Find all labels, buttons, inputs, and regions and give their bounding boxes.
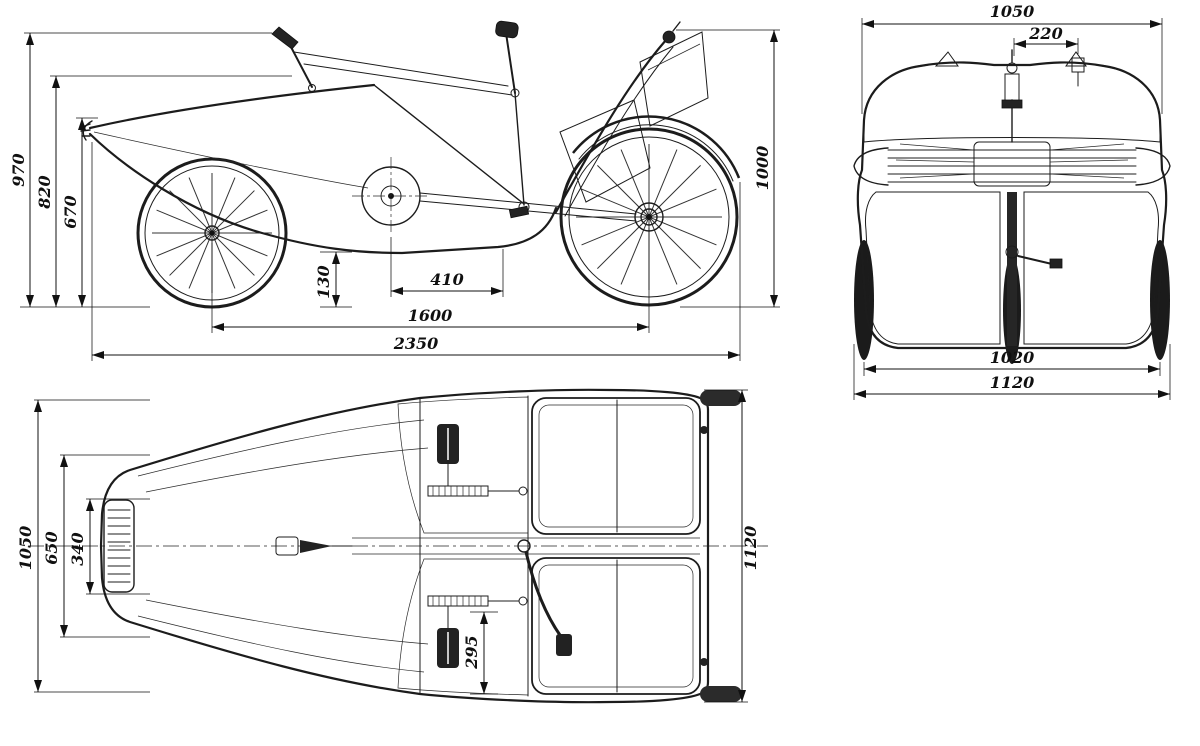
dimension-rear-overall-width: 1120	[853, 344, 1171, 400]
rear-fan-lines	[895, 143, 1129, 179]
hull-bottom	[88, 132, 558, 255]
pedal-post	[495, 20, 530, 219]
tow-pin-tip	[300, 540, 332, 553]
rear-right-wheel	[1150, 240, 1170, 360]
pedal-grip	[495, 20, 519, 39]
dim-label-410: 410	[430, 270, 463, 289]
rear-center-plate	[973, 141, 1051, 187]
crank-housing	[352, 157, 430, 235]
dim-label-970: 970	[9, 153, 28, 186]
center-lever	[517, 539, 572, 656]
cockpit-edge	[373, 84, 525, 205]
dim-label-220: 220	[1028, 24, 1062, 43]
rear-nut	[1001, 99, 1023, 109]
top-body-outline	[99, 388, 710, 704]
dimension-ground-clearance: 130	[314, 251, 352, 308]
rear-left-glass	[865, 191, 1001, 345]
front-axle	[209, 230, 215, 236]
dimension-overall-height: 970	[9, 32, 272, 308]
rear-axle	[646, 214, 652, 220]
dimension-seat-offset: 295	[462, 611, 498, 695]
windshield-glass-bottom	[397, 558, 529, 696]
dimension-rear-frame-height: 1000	[676, 29, 780, 308]
left-horn	[853, 147, 889, 186]
lever-knob	[556, 634, 572, 656]
side-view: 970 820 670 130 410 1600	[9, 20, 780, 361]
tow-pin	[275, 536, 353, 556]
dim-label-top-1120: 1120	[741, 526, 760, 571]
dim-label-130: 130	[314, 265, 333, 298]
dimension-rear-body-width: 1050	[861, 2, 1163, 114]
dim-label-650: 650	[42, 531, 61, 564]
dimension-crank-span: 410	[390, 237, 504, 297]
dimension-overall-length: 2350	[91, 142, 741, 361]
dim-label-340: 340	[68, 532, 87, 565]
rear-right-handle	[1065, 51, 1087, 67]
rear-bumper-top	[700, 390, 742, 406]
seat-right	[531, 557, 701, 695]
rear-center-strut	[1007, 192, 1017, 346]
dim-label-2350: 2350	[393, 334, 439, 353]
rear-right-glass	[1023, 191, 1159, 345]
hull	[80, 83, 637, 255]
top-view: 1050 650 340 295 1120	[16, 388, 768, 704]
hull-creases-top	[137, 419, 429, 673]
dimension-wheel-track: 1020	[863, 348, 1161, 376]
dim-label-top-1050: 1050	[16, 526, 35, 571]
dim-label-rear-1120: 1120	[990, 373, 1035, 392]
deck-line	[88, 83, 376, 130]
dimension-wheelbase: 1600	[211, 228, 650, 333]
nose-rack	[103, 499, 135, 593]
rear-hub	[640, 208, 658, 226]
front-hub	[204, 225, 220, 241]
dim-label-1600: 1600	[408, 306, 453, 325]
pedal-mechanism-bottom	[427, 595, 528, 668]
rear-crank	[1005, 245, 1019, 259]
bulkhead-lines	[419, 395, 529, 697]
dimension-rear-center-offset: 220	[1013, 24, 1079, 56]
dimension-nose-height: 670	[61, 117, 98, 307]
seat	[559, 99, 651, 203]
canopy-knob	[662, 30, 676, 44]
dim-label-295: 295	[462, 635, 481, 669]
dimension-top-body-width: 1050	[16, 399, 150, 693]
dimension-top-overall-width: 1120	[704, 389, 760, 703]
dim-label-1020: 1020	[990, 348, 1035, 367]
hinge-dot-top	[700, 426, 708, 434]
crank-centerlines	[352, 157, 430, 235]
hull-crease	[93, 131, 369, 189]
steering-lever	[271, 26, 316, 92]
tie-rods	[293, 51, 513, 96]
windshield-glass-top	[397, 396, 529, 534]
rear-left-handle	[934, 51, 959, 67]
right-horn	[1135, 147, 1171, 186]
dim-label-820: 820	[35, 175, 54, 209]
lower-pedal	[508, 205, 530, 219]
seat-left	[531, 397, 701, 535]
rear-right-clamp	[1071, 57, 1085, 87]
seat-back	[639, 31, 709, 127]
rear-pedal	[1049, 258, 1063, 269]
rear-canopy	[863, 61, 1161, 143]
seat-back-line	[647, 43, 701, 71]
rear-center-post	[1001, 49, 1023, 143]
dimension-cowl-height: 820	[35, 75, 292, 307]
rear-louvres	[853, 147, 1171, 186]
hinge-dot-bottom	[700, 658, 708, 666]
dim-label-1000: 1000	[753, 146, 772, 191]
lever-grip	[271, 26, 299, 50]
rear-left-wheel	[854, 240, 874, 360]
dim-label-rear-1050: 1050	[990, 2, 1035, 21]
dimension-nose-width: 340	[68, 498, 150, 595]
pedal-mechanism-top	[427, 424, 528, 497]
rear-fender	[572, 115, 741, 182]
dimension-cockpit-width: 650	[42, 454, 150, 638]
rear-view: 1050 220 1020 1120	[853, 2, 1171, 400]
dim-label-670: 670	[61, 195, 80, 228]
rear-bumper-bottom	[700, 686, 742, 702]
